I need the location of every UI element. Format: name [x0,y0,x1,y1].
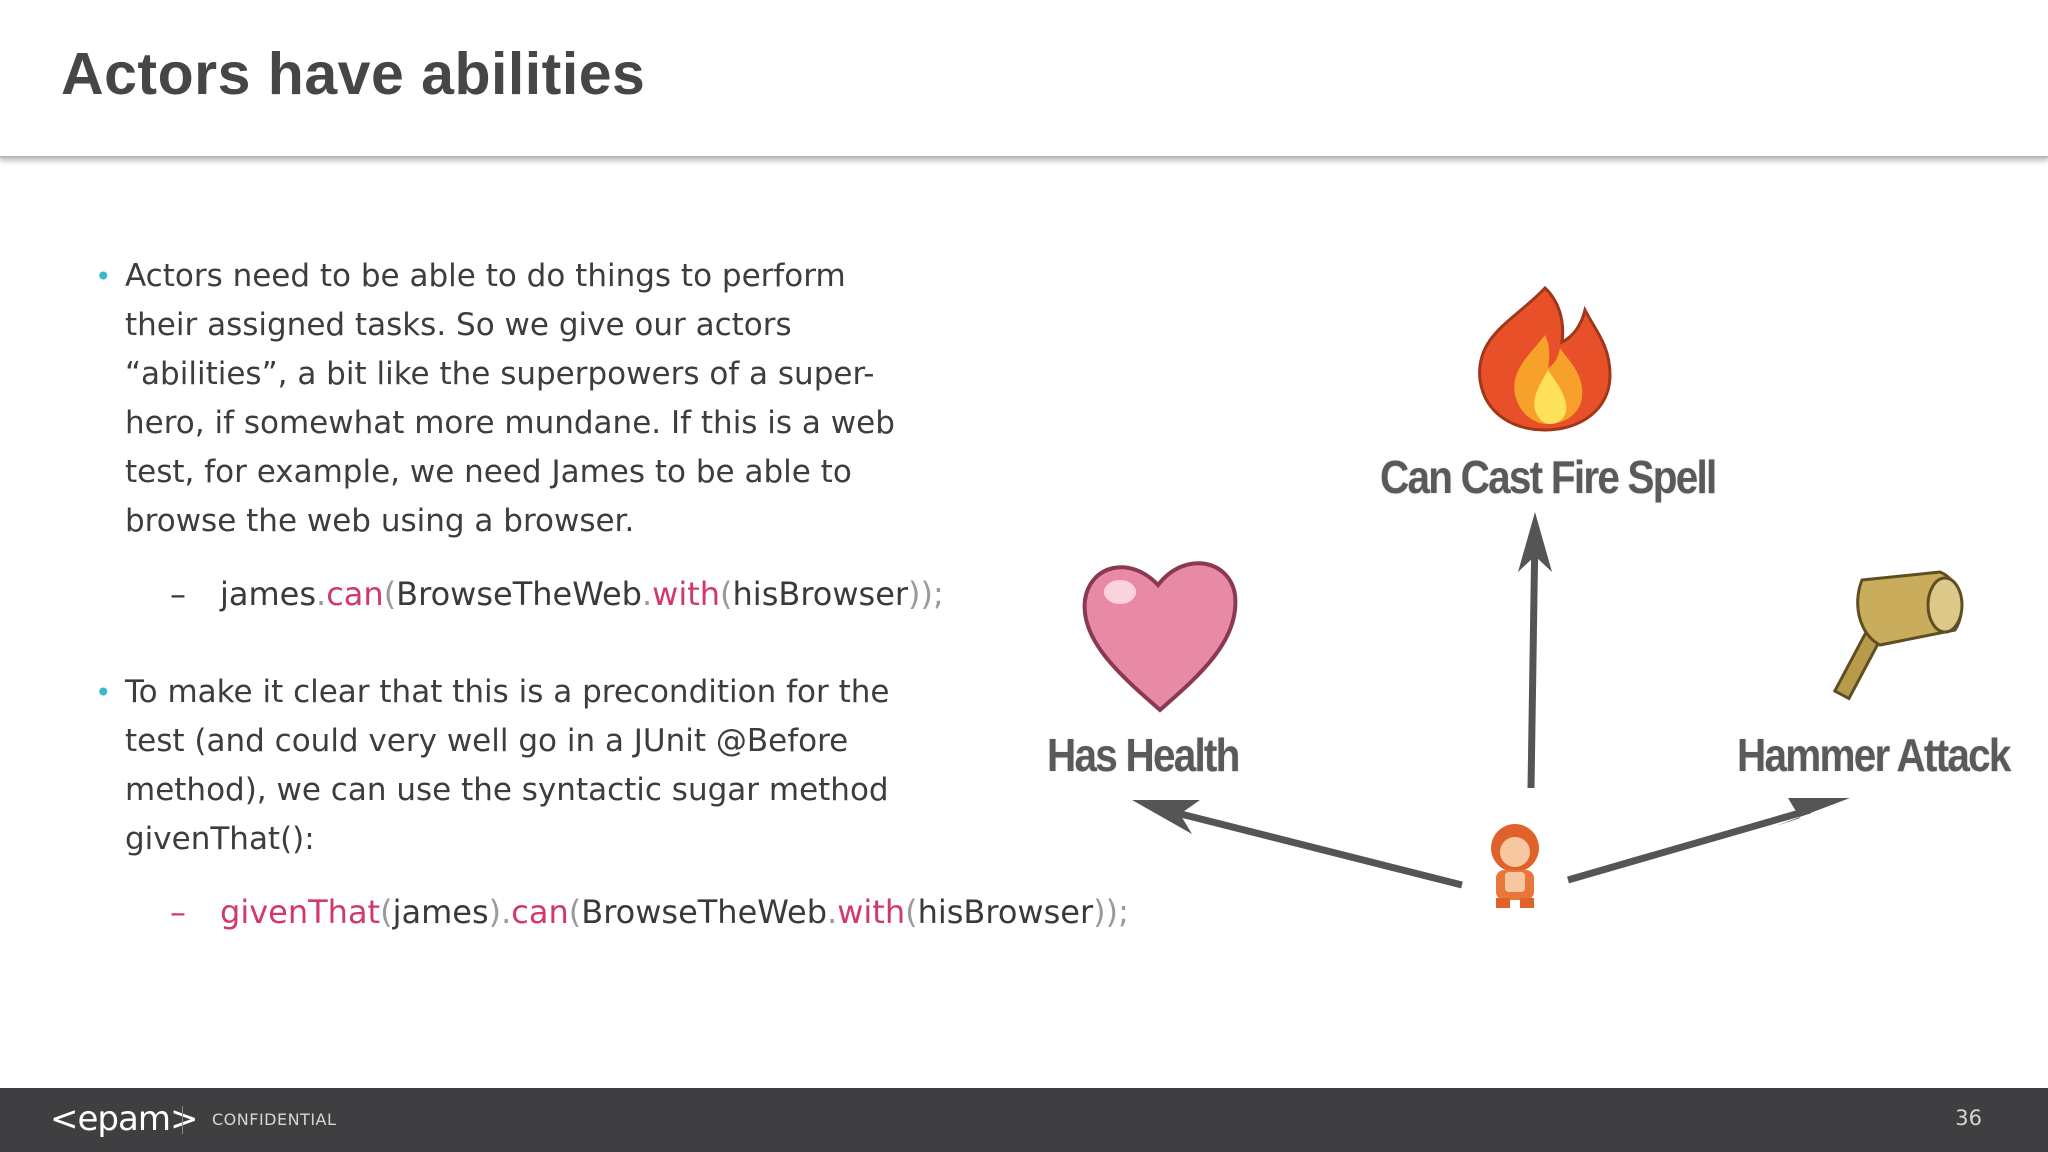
bullet-marker: • [95,676,112,709]
heart-icon [1082,561,1238,713]
code-token: . [641,575,653,613]
code-token: ( [720,575,733,613]
bullet-abilities: • Actors need to be able to do things to… [95,252,915,546]
label-can-cast-fire-spell: Can Cast Fire Spell [1380,451,1717,503]
arrow-right-icon [1567,798,1850,884]
bullet-text: Actors need to be able to do things to p… [125,258,895,539]
code-line-given-that: – givenThat(james).can(BrowseTheWeb.with… [170,892,1129,933]
arrow-up-icon [1518,512,1552,789]
hammer-icon [1832,570,1964,701]
code-token: james [220,575,317,613]
epam-logo: <epam> [50,1099,198,1139]
code-token: . [316,575,327,613]
fire-icon [1478,285,1612,432]
slide-title: Actors have abilities [61,41,646,107]
confidential-label: CONFIDENTIAL [212,1110,337,1129]
code-token: )); [1093,893,1129,931]
label-hammer-attack: Hammer Attack [1737,729,2011,781]
bullet-given-that: • To make it clear that this is a precon… [95,668,915,864]
sub-bullet-dash: – [170,893,186,931]
code-token: )); [908,575,944,613]
code-token: james [392,893,489,931]
slide-content: • Actors need to be able to do things to… [0,158,2048,1088]
code-token: BrowseTheWeb [396,575,642,613]
slide-footer: <epam> CONFIDENTIAL 36 [0,1088,2048,1152]
code-token: ( [380,893,393,931]
code-token: ( [568,893,582,931]
footer-divider [182,1106,183,1134]
code-token: can [326,575,384,613]
code-token: givenThat [220,893,381,931]
code-token: . [827,893,838,931]
abilities-illustration: Can Cast Fire Spell Has Health Hammer At… [1000,220,2048,980]
code-token: BrowseTheWeb [581,893,828,931]
code-token: with [837,893,906,931]
code-token: ( [905,893,918,931]
slide-header: Actors have abilities [0,0,2048,158]
code-token: can [511,893,569,931]
code-token: hisBrowser [732,575,909,613]
abilities-diagram [1082,285,1964,908]
code-token: hisBrowser [917,893,1094,931]
label-has-health: Has Health [1047,729,1240,781]
bullet-marker: • [95,260,112,293]
code-line-can: – james.can(BrowseTheWeb.with(hisBrowser… [170,574,944,615]
actor-character-icon [1491,824,1539,908]
bullet-text: To make it clear that this is a precondi… [125,674,890,857]
arrow-left-icon [1132,800,1463,889]
code-token: with [652,575,721,613]
sub-bullet-dash: – [170,575,186,613]
page-number: 36 [1955,1106,1982,1130]
code-token: ( [383,575,397,613]
code-token: ). [488,893,512,931]
